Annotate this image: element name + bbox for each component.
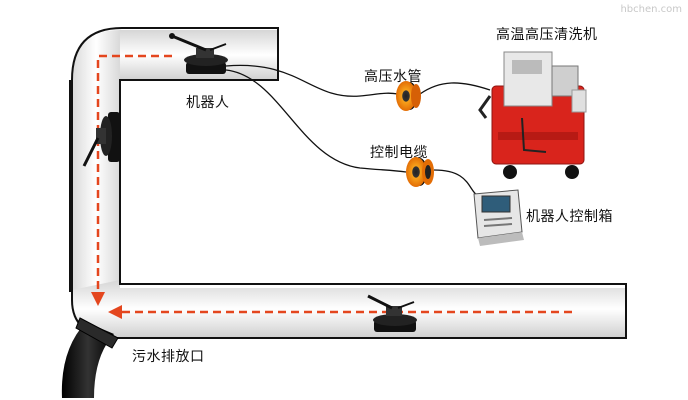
flow-arrows: [96, 54, 572, 314]
outlet-label: 污水排放口: [132, 349, 205, 365]
robot-icon-bottom: [367, 294, 417, 332]
duct-bottom: [72, 280, 626, 338]
arrowhead-down: [91, 292, 105, 306]
outlet-pipe: [61, 317, 119, 398]
cable-reel-icon: [406, 157, 434, 187]
control-box-icon: [473, 189, 524, 246]
cables: [225, 64, 491, 197]
robot-icon-vertical: [82, 112, 120, 167]
flow-arrow-top: [96, 54, 172, 296]
cable-to-box: [433, 169, 479, 197]
cable-line: [225, 69, 407, 173]
control-box-label: 机器人控制箱: [526, 209, 613, 225]
arrowhead-left: [108, 305, 122, 319]
robot-label: 机器人: [186, 95, 230, 111]
washer-label: 高温高压清洗机: [496, 27, 598, 43]
hose-reel-icon: [396, 81, 421, 111]
hose-label: 高压水管: [364, 69, 422, 85]
robot-icon: [169, 33, 228, 74]
hose-line: [225, 64, 399, 97]
washer-machine-icon: [478, 51, 587, 179]
duct: [69, 27, 627, 339]
watermark: hbchen.com: [620, 4, 682, 15]
duct-vertical: [72, 30, 120, 300]
cable-label: 控制电缆: [370, 145, 428, 161]
hose-to-washer: [419, 82, 491, 95]
